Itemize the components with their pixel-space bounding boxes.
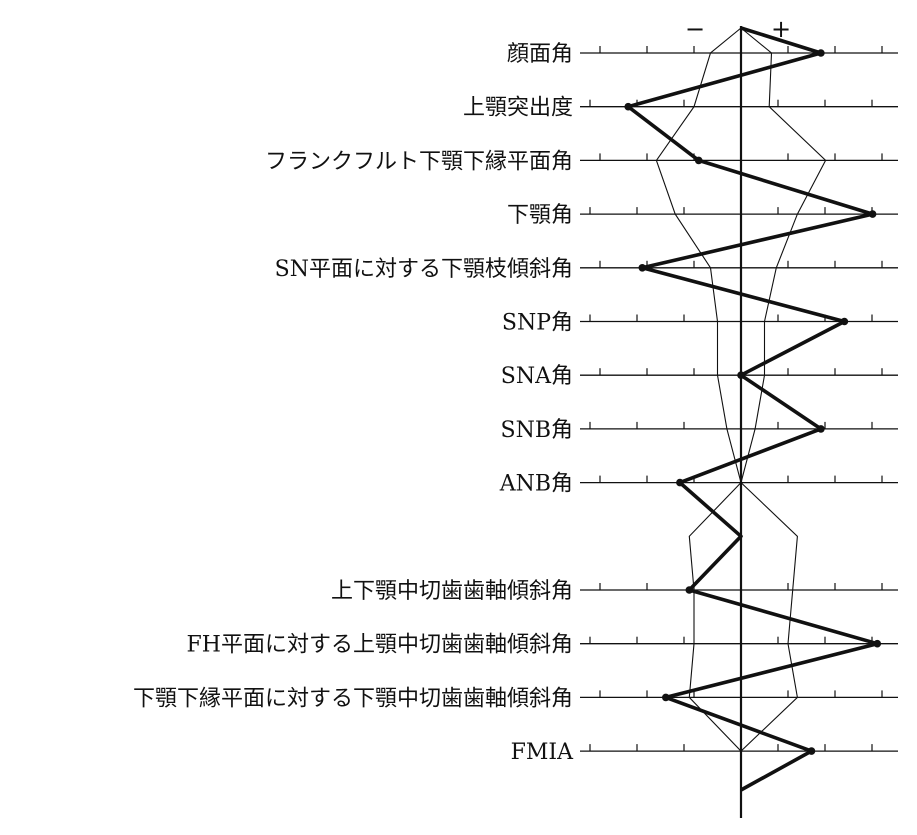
norm-band-layer bbox=[655, 27, 827, 790]
data-point bbox=[737, 371, 745, 380]
row-label: 下顎角 bbox=[507, 203, 573, 228]
row-label: 上顎突出度 bbox=[463, 96, 573, 121]
row-label: SNA角 bbox=[501, 364, 573, 389]
data-point bbox=[638, 264, 647, 272]
data-point bbox=[840, 317, 849, 326]
row-label: FMIA bbox=[511, 740, 574, 765]
positive-sign-label: + bbox=[771, 15, 791, 43]
patient-profile-line bbox=[626, 26, 880, 792]
data-point bbox=[817, 425, 825, 433]
row-label: SNB角 bbox=[501, 418, 574, 443]
data-point bbox=[868, 210, 877, 218]
row-label: 顔面角 bbox=[507, 42, 573, 67]
patient-series-layer bbox=[624, 26, 882, 792]
row-label: ANB角 bbox=[499, 472, 573, 497]
row-label: 下顎下縁平面に対する下顎中切歯歯軸傾斜角 bbox=[133, 686, 573, 711]
data-point bbox=[873, 639, 882, 648]
data-point bbox=[676, 478, 684, 487]
norm-band-lower-line bbox=[655, 27, 742, 790]
row-label: SNP角 bbox=[502, 311, 573, 336]
data-point bbox=[624, 102, 632, 111]
row-label: フランクフルト下顎下縁平面角 bbox=[265, 149, 573, 174]
row-label: 上下顎中切歯歯軸傾斜角 bbox=[331, 579, 573, 604]
data-point bbox=[817, 49, 825, 57]
norm-band-upper-line bbox=[740, 27, 827, 790]
data-point bbox=[807, 747, 816, 755]
data-point bbox=[694, 156, 703, 165]
negative-sign-label: − bbox=[685, 15, 705, 43]
row-label: FH平面に対する上顎中切歯歯軸傾斜角 bbox=[187, 633, 573, 658]
row-label: SN平面に対する下顎枝傾斜角 bbox=[275, 257, 573, 282]
data-point bbox=[685, 586, 694, 594]
data-point bbox=[662, 693, 670, 702]
